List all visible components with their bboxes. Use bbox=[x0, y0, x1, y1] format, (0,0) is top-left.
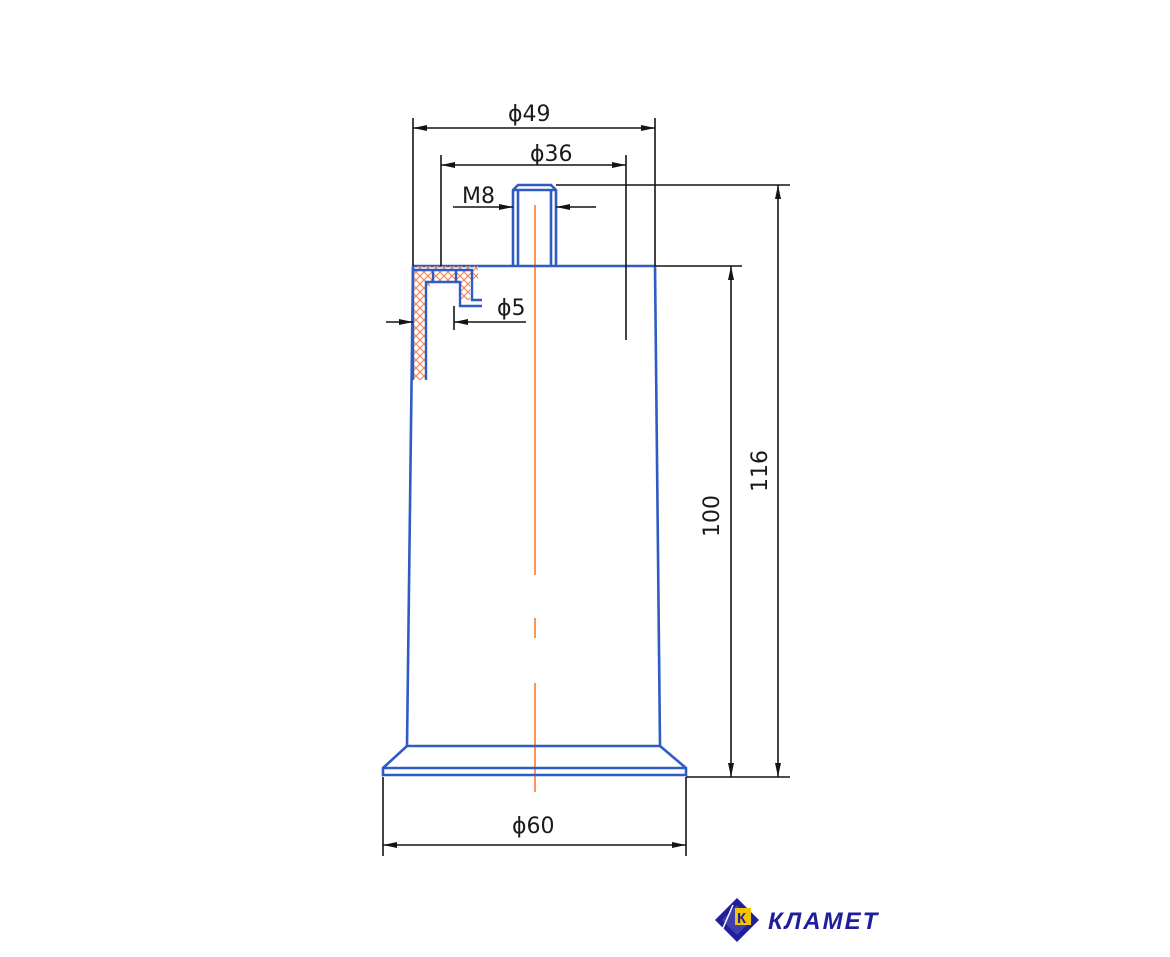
dim-label-d49: ϕ49 bbox=[508, 102, 551, 127]
kalamet-logo: К КЛАМЕТ bbox=[715, 898, 880, 942]
dim-label-h100: 100 bbox=[700, 495, 725, 537]
dimension-lines bbox=[382, 118, 790, 856]
logo-letter: К bbox=[737, 910, 747, 927]
dim-label-d36: ϕ36 bbox=[530, 142, 573, 167]
dim-label-d60: ϕ60 bbox=[512, 814, 555, 839]
dim-label-h116: 116 bbox=[748, 450, 773, 492]
dim-label-d5: ϕ5 bbox=[497, 296, 526, 321]
dim-label-m8: M8 bbox=[462, 184, 495, 209]
section-cutout bbox=[411, 266, 482, 380]
part-outline bbox=[381, 183, 688, 777]
logo-name: КЛАМЕТ bbox=[768, 908, 880, 935]
